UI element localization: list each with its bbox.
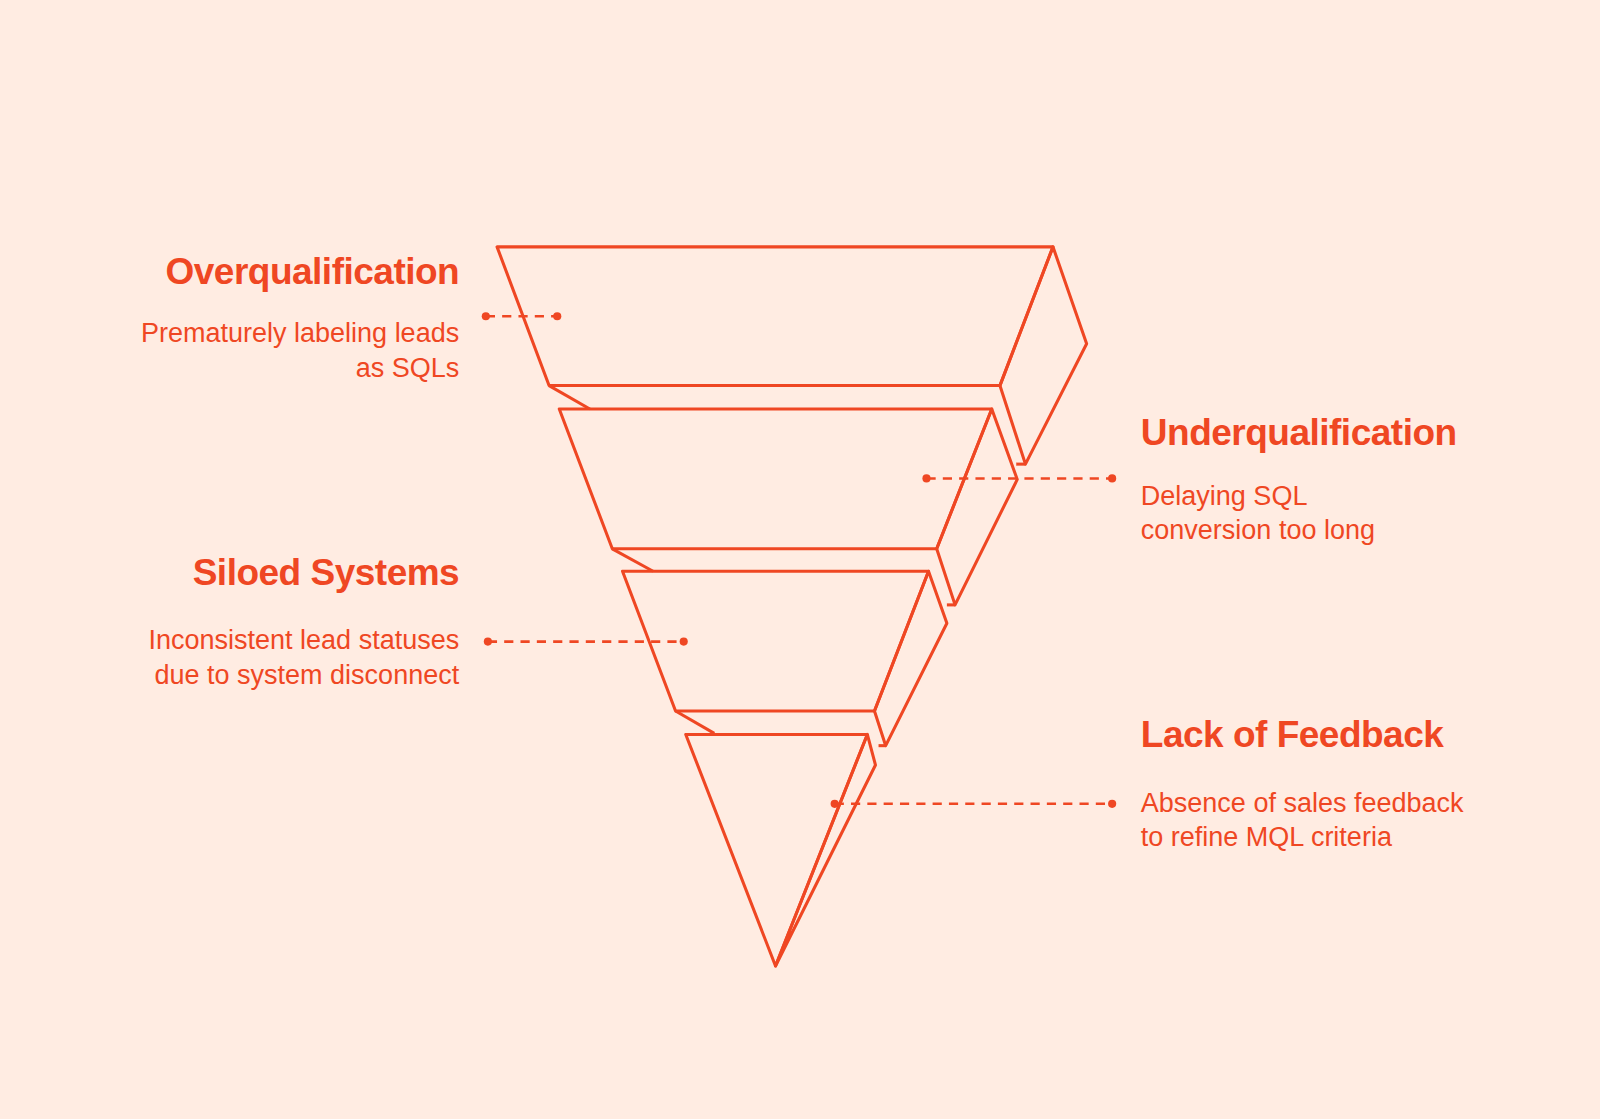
leader-line [926, 477, 1112, 480]
leader-line [486, 315, 557, 318]
funnel-segment [686, 734, 868, 966]
funnel-side [874, 571, 946, 745]
callout-text: Delaying SQL conversion too long [1141, 479, 1437, 548]
callout-heading: Lack of Feedback [1141, 714, 1444, 757]
funnel-side [937, 409, 1018, 605]
leader-dot [482, 312, 490, 320]
leader-lines [486, 316, 1112, 804]
leader-dot [484, 638, 492, 646]
funnel-edge [1016, 463, 1025, 466]
funnel-segment [559, 409, 992, 549]
callout-heading: Overqualification [165, 251, 459, 294]
leader-line [835, 803, 1112, 806]
leader-line [488, 640, 684, 643]
callout-heading: Underqualification [1141, 412, 1457, 455]
funnel-edge [879, 744, 886, 747]
leader-dot [680, 638, 688, 646]
callout-text: Absence of sales feedback to refine MQL … [1141, 786, 1473, 855]
funnel-side [1000, 247, 1087, 464]
leader-dot [1108, 800, 1116, 808]
funnel-edge [549, 386, 590, 409]
leader-dot [553, 312, 561, 320]
funnel-side [776, 734, 876, 966]
callout-text: Prematurely labeling leads as SQLs [122, 316, 459, 385]
callout-text: Inconsistent lead statuses due to system… [122, 623, 459, 692]
funnel-edge [947, 603, 955, 606]
leader-dot [1108, 474, 1116, 482]
funnel-segment [497, 247, 1053, 386]
leader-dots [482, 312, 1116, 808]
leader-dot [831, 800, 839, 808]
funnel-edge [676, 711, 715, 733]
leader-dot [922, 474, 930, 482]
callout-heading: Siloed Systems [193, 552, 460, 595]
funnel-edge [612, 549, 653, 571]
funnel [497, 247, 1087, 966]
